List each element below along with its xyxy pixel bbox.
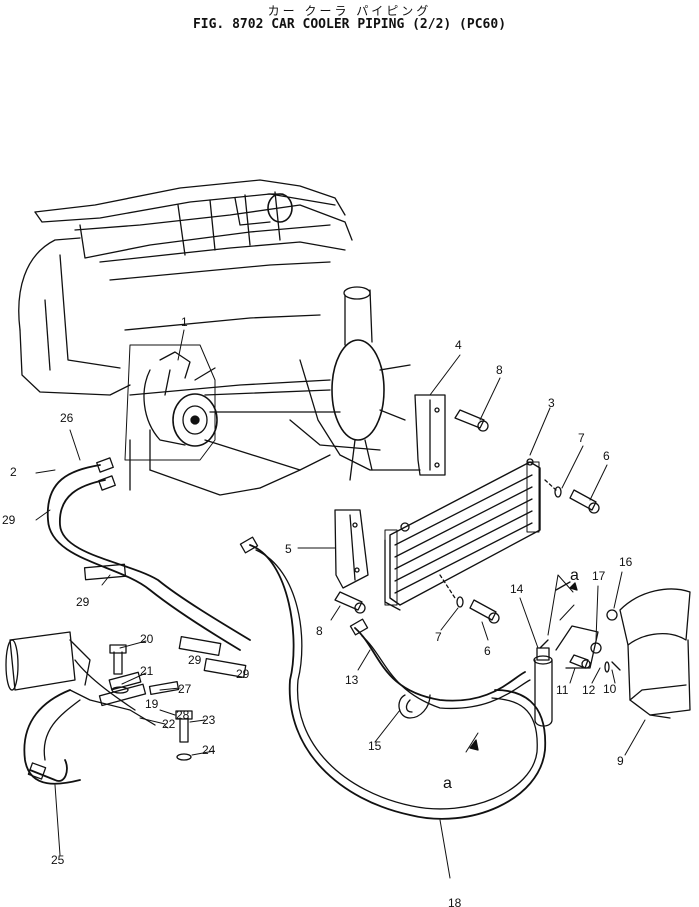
callout-16: 16 bbox=[619, 555, 633, 569]
washer-7-upper bbox=[554, 486, 562, 498]
hose-22 bbox=[23, 659, 156, 785]
callout-5: 5 bbox=[285, 542, 292, 556]
callout-29-d: 29 bbox=[236, 667, 250, 681]
callout-26: 26 bbox=[60, 411, 74, 425]
hose-13 bbox=[349, 618, 531, 710]
callout-6-upper: 6 bbox=[603, 449, 610, 463]
callout-14: 14 bbox=[510, 582, 524, 596]
bolt-6-upper bbox=[569, 489, 600, 514]
pipe-15 bbox=[398, 694, 431, 719]
callout-4: 4 bbox=[455, 338, 462, 352]
clip-29-a bbox=[83, 563, 127, 581]
cover-drawing bbox=[619, 588, 691, 719]
callout-29-c: 29 bbox=[188, 653, 202, 667]
bolt-20 bbox=[109, 644, 127, 675]
bracket-5-drawing bbox=[334, 509, 369, 589]
washer-17 bbox=[590, 642, 602, 654]
bolt-8-upper bbox=[454, 409, 489, 432]
hose-18 bbox=[239, 536, 546, 820]
callout-6-lower: 6 bbox=[484, 644, 491, 658]
receiver-drier-drawing bbox=[533, 581, 599, 727]
callout-22: 22 bbox=[162, 717, 176, 731]
figure-title-japanese: カー クーラ パイピング bbox=[267, 4, 432, 18]
callout-25: 25 bbox=[51, 853, 65, 867]
bolt-6-lower bbox=[469, 599, 500, 624]
callout-2: 2 bbox=[10, 465, 17, 479]
callout-a-upper: a bbox=[570, 567, 579, 584]
callout-13: 13 bbox=[345, 673, 359, 687]
washer-24 bbox=[176, 753, 192, 761]
hose-2 bbox=[47, 457, 251, 651]
callout-12: 12 bbox=[582, 683, 596, 697]
nut-16 bbox=[606, 609, 618, 621]
callout-8-upper: 8 bbox=[496, 363, 503, 377]
callout-15: 15 bbox=[368, 739, 382, 753]
callout-1: 1 bbox=[181, 315, 188, 329]
callout-18: 18 bbox=[448, 896, 462, 907]
callout-19: 19 bbox=[145, 697, 159, 711]
bolt-8-lower bbox=[334, 591, 366, 614]
callout-29-b: 29 bbox=[76, 595, 90, 609]
callout-24: 24 bbox=[202, 743, 216, 757]
washer-21 bbox=[111, 686, 129, 694]
bolt-23 bbox=[175, 710, 193, 743]
compressor-drawing bbox=[124, 344, 218, 461]
condenser-drawing bbox=[384, 458, 541, 611]
callout-17: 17 bbox=[592, 569, 606, 583]
clamp-28 bbox=[148, 680, 180, 696]
figure-title: FIG. 8702 CAR COOLER PIPING (2/2) (PC60) bbox=[192, 17, 507, 32]
leader-lines bbox=[35, 329, 646, 879]
callout-7-lower: 7 bbox=[435, 630, 442, 644]
callout-11: 11 bbox=[556, 683, 569, 697]
flow-arrows bbox=[469, 582, 578, 751]
callout-8-lower: 8 bbox=[316, 624, 323, 638]
bolt-11 bbox=[569, 654, 591, 669]
callout-a-lower: a bbox=[443, 775, 452, 792]
clip-29-b bbox=[178, 635, 222, 657]
hose-25 bbox=[27, 759, 68, 782]
washer-12 bbox=[604, 661, 610, 673]
bracket-4-drawing bbox=[414, 394, 446, 476]
clamp-27 bbox=[108, 671, 142, 691]
washer-7-lower bbox=[456, 596, 464, 608]
fan-drawing bbox=[331, 286, 411, 481]
callout-10: 10 bbox=[603, 682, 617, 696]
receiver-left-drawing bbox=[5, 631, 91, 691]
callout-29-a: 29 bbox=[2, 513, 16, 527]
callout-28: 28 bbox=[176, 708, 190, 722]
callout-23: 23 bbox=[202, 713, 216, 727]
callout-21: 21 bbox=[140, 664, 154, 678]
callouts: 1 2 3 4 5 6 6 7 7 8 8 9 10 11 12 13 14 1… bbox=[2, 315, 633, 907]
clamp-19 bbox=[98, 683, 147, 707]
callout-9: 9 bbox=[617, 754, 624, 768]
assembly-line bbox=[439, 479, 557, 599]
callout-7-upper: 7 bbox=[578, 431, 585, 445]
part-10 bbox=[611, 661, 621, 671]
engine-drawing bbox=[18, 179, 421, 496]
clip-29-c bbox=[203, 657, 247, 679]
callout-20: 20 bbox=[140, 632, 154, 646]
callout-27: 27 bbox=[178, 682, 192, 696]
callout-3: 3 bbox=[548, 396, 555, 410]
